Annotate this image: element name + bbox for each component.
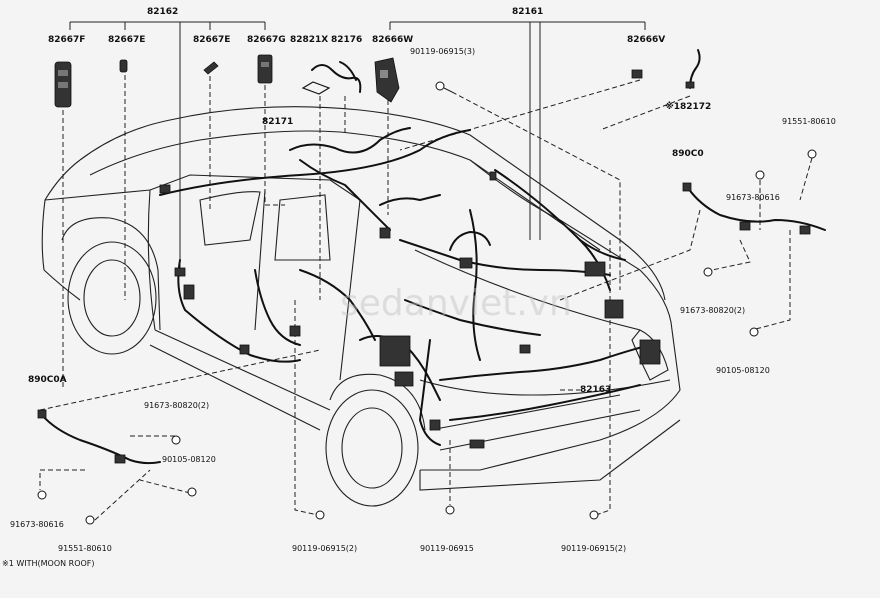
clip-82666V-icon bbox=[631, 69, 643, 79]
label-91673-820-right: 91673-80820(2) bbox=[680, 306, 745, 315]
label-90119-2b: 90119-06915(2) bbox=[561, 544, 626, 553]
label-82667F: 82667F bbox=[48, 35, 85, 45]
label-91673-616-left: 91673-80616 bbox=[10, 520, 64, 529]
wire-890C0A-icon bbox=[37, 409, 161, 465]
label-82176: 82176 bbox=[331, 35, 362, 45]
dashed-leaders bbox=[39, 75, 813, 521]
label-82666W: 82666W bbox=[372, 35, 413, 45]
label-82161: 82161 bbox=[512, 7, 543, 17]
label-82667E-a: 82667E bbox=[108, 35, 145, 45]
wire-890C0-icon bbox=[682, 182, 826, 235]
group-bracket-82162 bbox=[69, 21, 266, 270]
label-890C0: 890C0 bbox=[672, 149, 704, 159]
label-90119-2a: 90119-06915(2) bbox=[292, 544, 357, 553]
footnote: ※1 WITH(MOON ROOF) bbox=[2, 559, 95, 568]
wire-82176-icon bbox=[311, 61, 362, 93]
junction-82666W-icon bbox=[374, 57, 400, 103]
harness-connectors bbox=[159, 171, 661, 449]
label-182172: ※182172 bbox=[665, 101, 711, 112]
wire-182172-icon bbox=[685, 49, 701, 89]
label-91551-right: 91551-80610 bbox=[782, 117, 836, 126]
label-82821X: 82821X bbox=[290, 35, 328, 45]
label-890C0A: 890C0A bbox=[28, 375, 67, 385]
label-90119-1: 90119-06915 bbox=[420, 544, 474, 553]
label-90105-left: 90105-08120 bbox=[162, 455, 216, 464]
label-90105-right: 90105-08120 bbox=[716, 366, 770, 375]
label-91551-left: 91551-80610 bbox=[58, 544, 112, 553]
label-91673-616-right: 91673-80616 bbox=[726, 193, 780, 202]
bolt-90119-top-icon bbox=[435, 81, 453, 93]
clip-82667E-b-icon bbox=[203, 61, 219, 75]
label-82667G: 82667G bbox=[247, 35, 286, 45]
vehicle-body-outline bbox=[41, 106, 681, 507]
label-82162: 82162 bbox=[147, 7, 178, 17]
connector-82667G-icon bbox=[257, 54, 273, 84]
clip-82667E-icon bbox=[119, 59, 128, 73]
label-82163: 82163 bbox=[580, 385, 611, 395]
bolts bbox=[37, 149, 817, 525]
connector-82667F-icon bbox=[54, 61, 72, 108]
label-82667E-b: 82667E bbox=[193, 35, 230, 45]
bracket-82821X-icon bbox=[301, 81, 331, 95]
label-82171: 82171 bbox=[262, 117, 293, 127]
label-90119-3: 90119-06915(3) bbox=[410, 47, 475, 56]
label-91673-820-left: 91673-80820(2) bbox=[144, 401, 209, 410]
label-82666V: 82666V bbox=[627, 35, 665, 45]
watermark: sedanviet.vn bbox=[340, 283, 572, 324]
